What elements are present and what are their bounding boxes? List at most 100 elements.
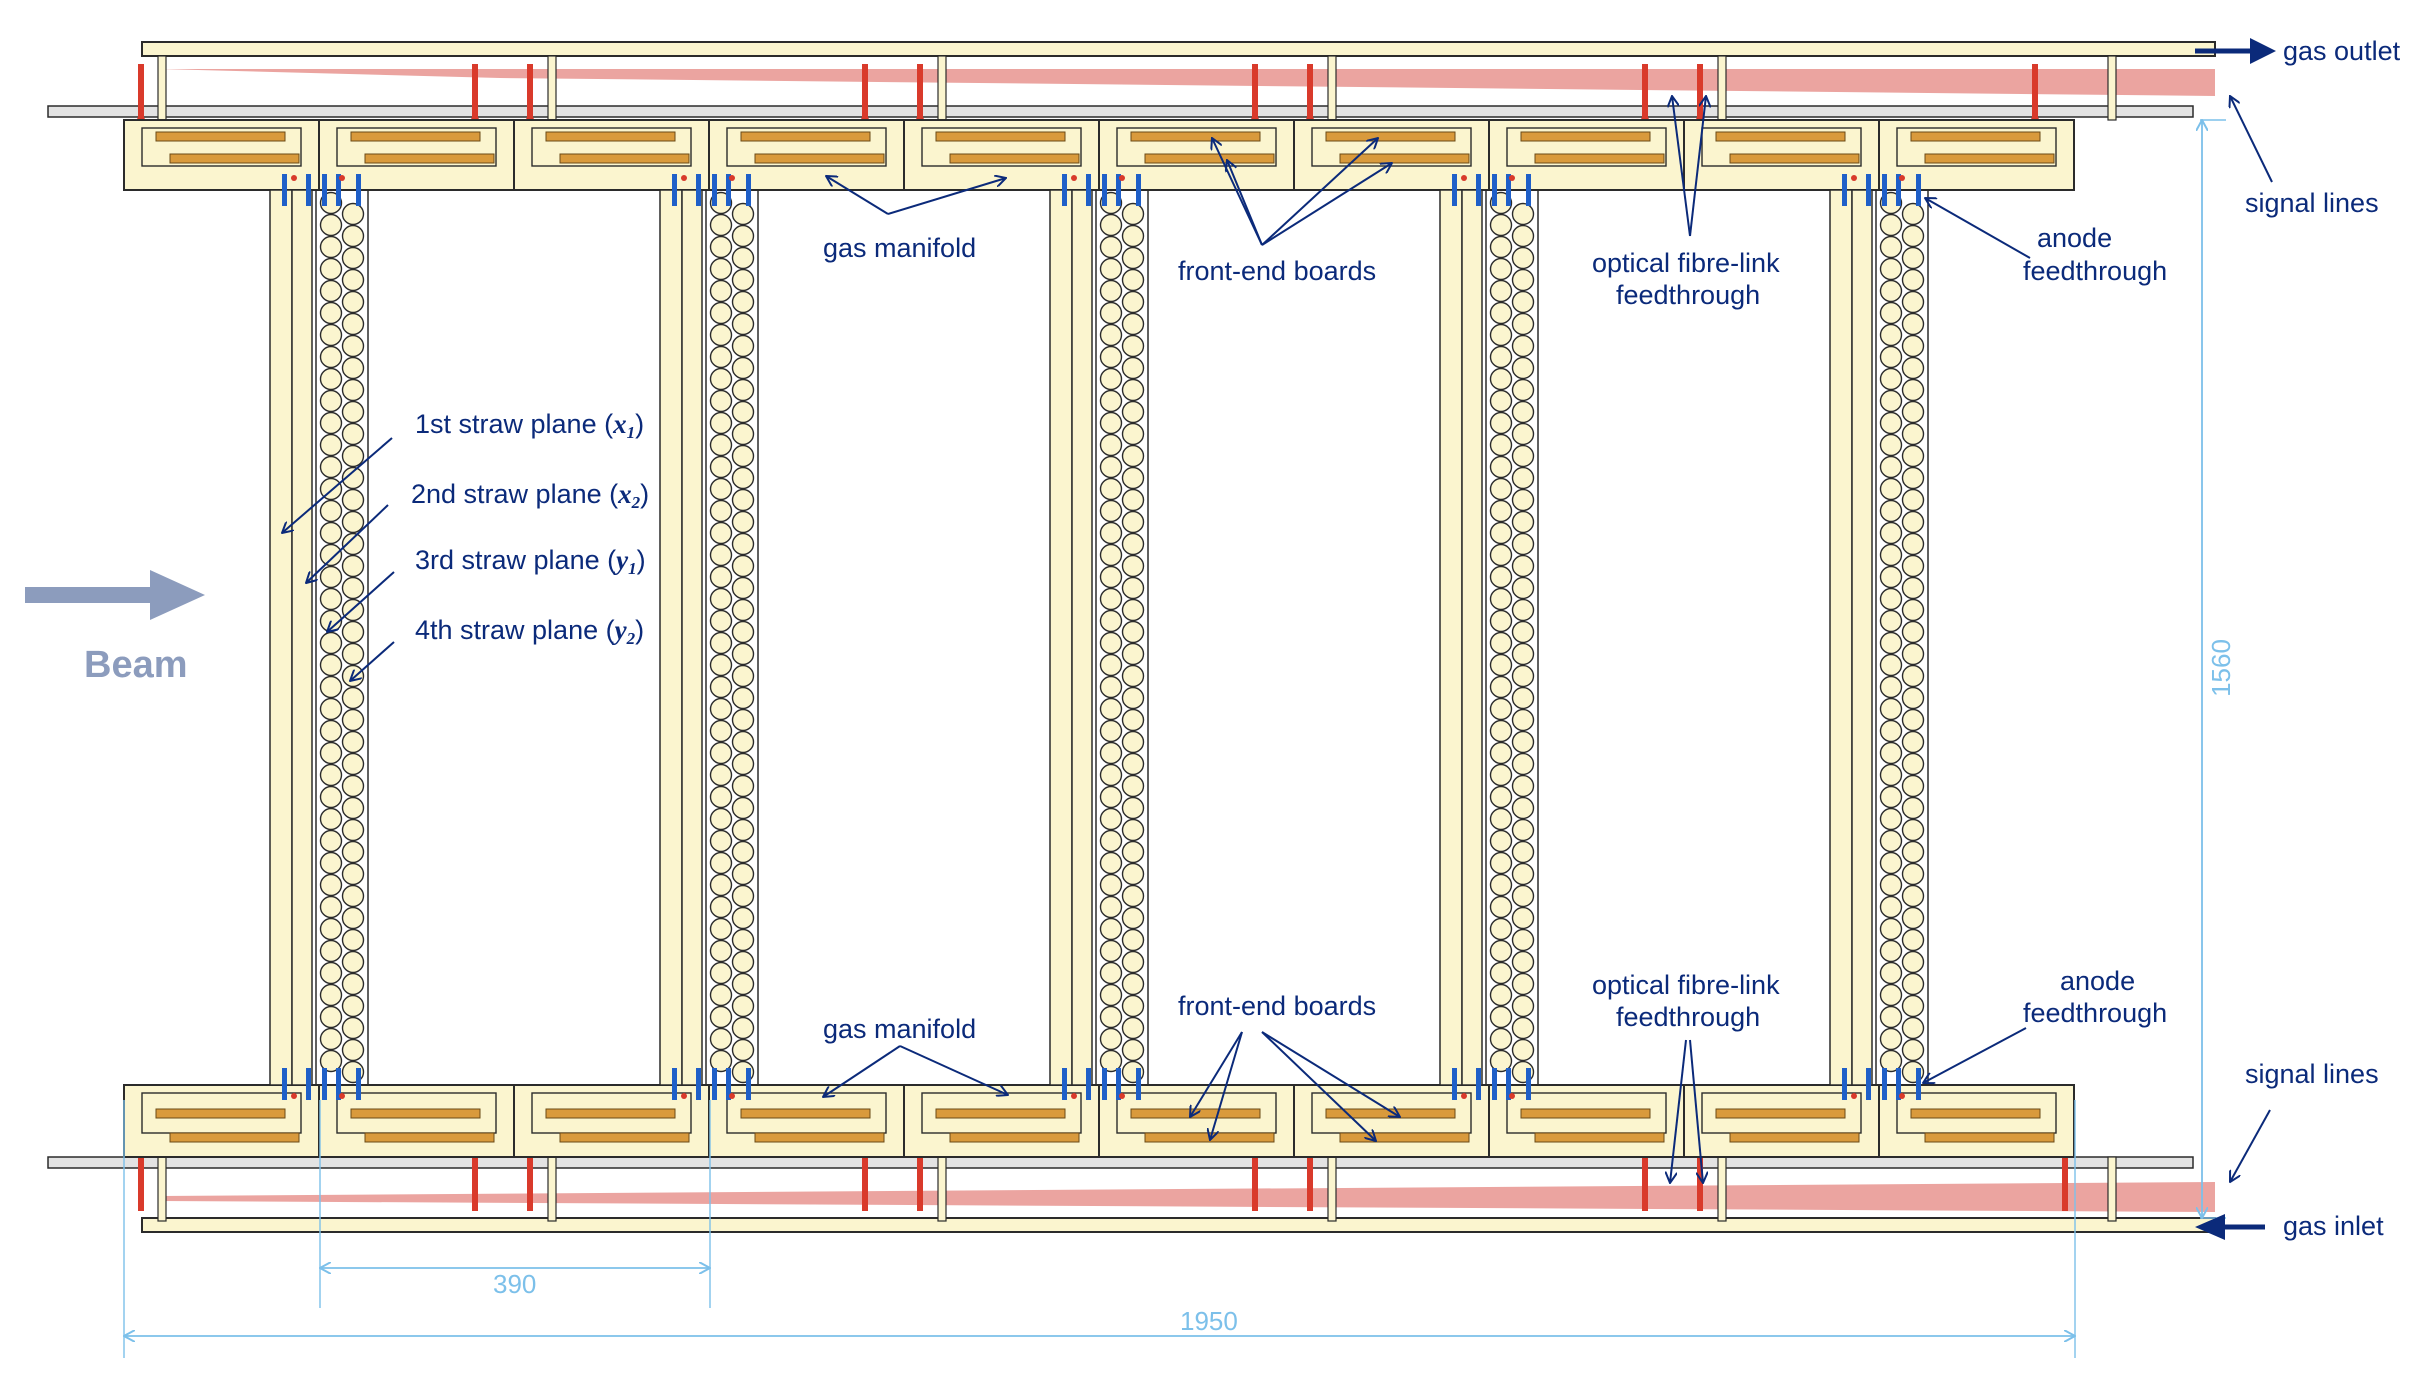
manifold-inner-frame	[921, 127, 1082, 167]
anode-feedthrough-top-label-2: feedthrough	[2023, 256, 2167, 286]
straw-tube	[1511, 840, 1535, 864]
straw-tube	[1879, 675, 1903, 699]
feedthrough-red-dot	[339, 175, 345, 181]
straw-tube	[709, 851, 733, 875]
straw-tube	[731, 510, 755, 534]
optical-feedthrough-bottom-label-1: optical fibre-link	[1592, 970, 1780, 1000]
straw-tube	[731, 774, 755, 798]
straw-tube	[319, 389, 343, 413]
straw-tube	[1511, 268, 1535, 292]
straw-tube	[709, 873, 733, 897]
annotation-arrow	[1190, 1031, 1243, 1117]
anode-feedthrough-pin-top	[1102, 174, 1107, 206]
straw-tube	[1121, 906, 1145, 930]
straw-tube	[1489, 917, 1513, 941]
straw-tube	[709, 477, 733, 501]
straw-tube	[1901, 378, 1925, 402]
straw-tube	[341, 994, 365, 1018]
straw-tube	[731, 488, 755, 512]
straw-tube	[1489, 433, 1513, 457]
straw-tube	[319, 455, 343, 479]
front-end-board	[1910, 131, 2041, 142]
bottom-red-pipe	[1642, 1155, 1648, 1211]
straw-tube	[319, 631, 343, 655]
top-red-pipe	[917, 64, 923, 120]
straw-tube	[1879, 785, 1903, 809]
straw-tube	[341, 862, 365, 886]
straw-tube	[1879, 499, 1903, 523]
straw-tube	[1901, 334, 1925, 358]
straw-tube	[341, 950, 365, 974]
annotation-arrow	[1261, 163, 1392, 246]
straw-tube	[1879, 257, 1903, 281]
dimension-lines-layer	[124, 120, 2226, 1358]
straw-tube	[731, 576, 755, 600]
top-red-pipe	[472, 64, 478, 120]
top-post	[1327, 55, 1337, 121]
straw-tube	[1901, 444, 1925, 468]
annotation-arrow	[2230, 1109, 2271, 1182]
front-end-board	[949, 1132, 1080, 1143]
straw-tube	[1879, 807, 1903, 831]
straw-tube	[1489, 851, 1513, 875]
straw-tube	[731, 356, 755, 380]
anode-feedthrough-pin-bottom	[1492, 1068, 1497, 1100]
straw-tube	[1879, 411, 1903, 435]
straw-tube	[1121, 862, 1145, 886]
straw-plane-2-label: 2nd straw plane (x2)	[411, 479, 649, 512]
annotation-arrow	[327, 571, 395, 632]
annotation-arrow	[1210, 1031, 1243, 1140]
anode-feedthrough-pin-bottom	[1882, 1068, 1887, 1100]
straw-tube	[1489, 763, 1513, 787]
straw-tube	[1121, 1016, 1145, 1040]
straw-plane-frame	[1829, 189, 1853, 1086]
straw-tube	[1099, 829, 1123, 853]
anode-feedthrough-pin-top	[696, 174, 701, 206]
straw-tube	[1489, 455, 1513, 479]
anode-feedthrough-pin-top	[1492, 174, 1497, 206]
straw-tube	[731, 532, 755, 556]
beam-arrow-icon	[25, 570, 205, 620]
straw-tube	[1511, 730, 1535, 754]
straw-tube	[1901, 1016, 1925, 1040]
front-end-board	[1520, 131, 1651, 142]
straw-tube	[1489, 477, 1513, 501]
manifold-box	[1878, 1084, 2075, 1158]
straw-tube	[1489, 279, 1513, 303]
straw-tube	[341, 312, 365, 336]
straw-tube	[1901, 840, 1925, 864]
front-end-board	[949, 153, 1080, 164]
bottom-post	[547, 1156, 557, 1222]
straw-tube	[319, 807, 343, 831]
anode-feedthrough-pin-bottom	[1526, 1068, 1531, 1100]
straw-tube	[1879, 851, 1903, 875]
straw-tube	[341, 466, 365, 490]
annotation-arrow	[823, 1045, 901, 1097]
anode-feedthrough-pin-bottom	[1452, 1068, 1457, 1100]
straw-tube	[1511, 422, 1535, 446]
straw-tube	[1489, 565, 1513, 589]
straw-tube	[1099, 983, 1123, 1007]
straw-tube	[1879, 697, 1903, 721]
anode-feedthrough-pin-bottom	[672, 1068, 677, 1100]
straw-tube	[731, 1038, 755, 1062]
straw-tube	[1489, 719, 1513, 743]
bottom-red-pipe	[138, 1155, 144, 1211]
straw-tube	[1901, 224, 1925, 248]
anode-feedthrough-pin-bottom	[1916, 1068, 1921, 1100]
straw-tube	[709, 499, 733, 523]
straw-tube	[319, 565, 343, 589]
straw-tube	[1901, 818, 1925, 842]
anode-feedthrough-pin-bottom	[306, 1068, 311, 1100]
straw-tube	[1901, 510, 1925, 534]
straw-tube	[341, 224, 365, 248]
anode-feedthrough-pin-bottom	[746, 1068, 751, 1100]
straw-tube	[341, 1016, 365, 1040]
feedthrough-red-dot	[1851, 175, 1857, 181]
straw-tube	[1489, 895, 1513, 919]
bottom-post	[937, 1156, 947, 1222]
straw-tube	[1121, 664, 1145, 688]
annotation-arrow	[1227, 160, 1263, 246]
front-end-board	[350, 1108, 481, 1119]
straw-tube	[1879, 389, 1903, 413]
